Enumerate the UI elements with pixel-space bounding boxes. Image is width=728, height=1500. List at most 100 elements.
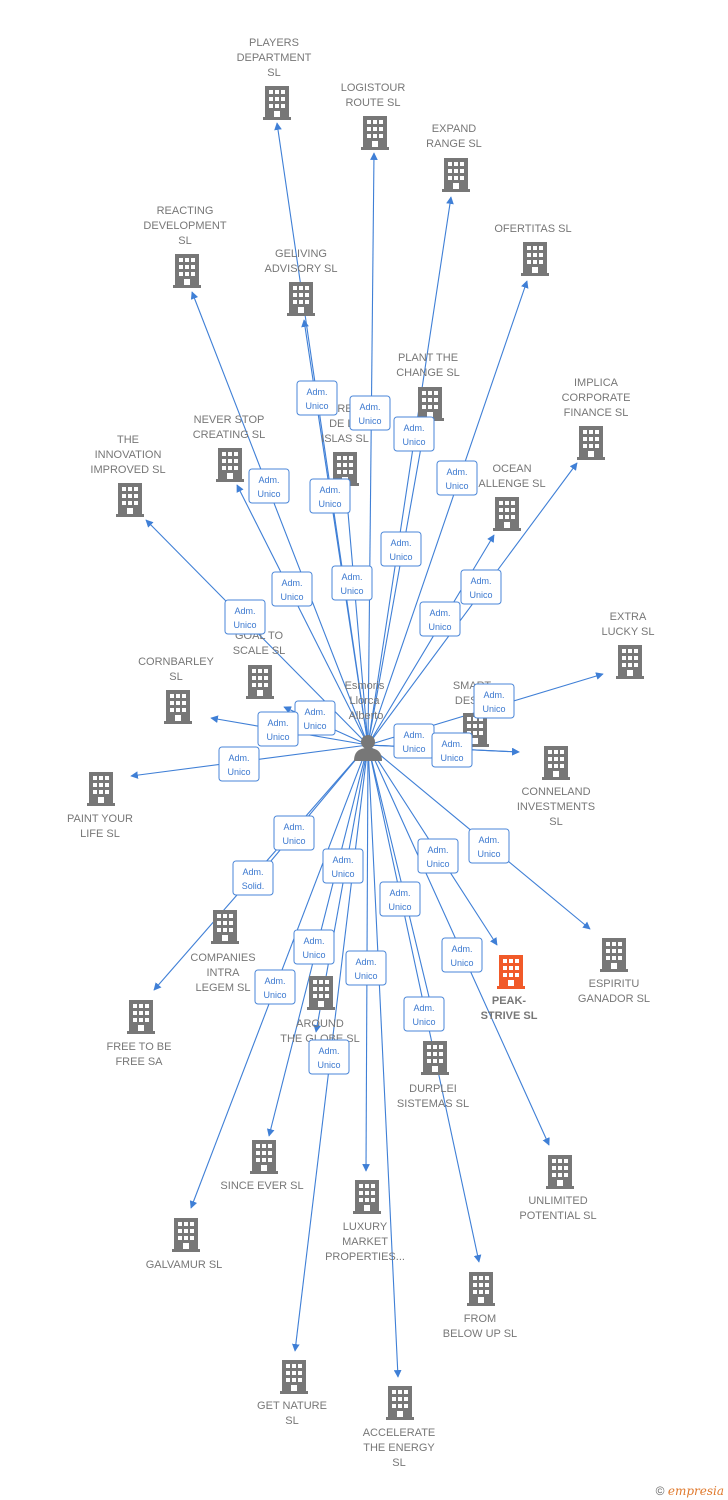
svg-text:Adm.Unico: Adm.Unico — [469, 576, 492, 600]
role-badge-line: Unico — [428, 622, 451, 632]
center-label-line: Alberto — [349, 710, 384, 722]
building-icon — [87, 772, 115, 806]
building-icon — [172, 1218, 200, 1252]
role-badge-line: Adm. — [390, 538, 411, 548]
company-label-line: GELIVING — [275, 248, 327, 260]
company-label-line: CONNELAND — [521, 786, 590, 798]
company-label-line: POTENTIAL SL — [519, 1210, 596, 1222]
svg-text:Adm.Unico: Adm.Unico — [402, 730, 425, 754]
building-icon — [467, 1272, 495, 1306]
building-icon — [127, 1000, 155, 1034]
company-label-line: DEPARTMENT — [237, 52, 312, 64]
company-label-line: PROPERTIES... — [325, 1251, 405, 1263]
svg-text:Adm.Unico: Adm.Unico — [402, 423, 425, 447]
role-badge-line: Adm. — [304, 707, 325, 717]
role-badge-line: Adm. — [234, 606, 255, 616]
center-person[interactable]: Esmoris Llorca Alberto — [345, 680, 388, 761]
svg-text:Adm.Unico: Adm.Unico — [257, 475, 280, 499]
role-badge: Adm.Unico — [294, 700, 336, 736]
svg-text:Adm.Unico: Adm.Unico — [233, 606, 256, 630]
edge-logistour — [367, 152, 378, 746]
company-node-since[interactable]: SINCE EVER SL — [220, 1140, 304, 1192]
building-icon — [216, 448, 244, 482]
role-badge: Adm.Unico — [393, 416, 435, 452]
role-badge-line: Adm. — [359, 402, 380, 412]
role-badge-line: Unico — [445, 481, 468, 491]
company-label-line: ACCELERATE — [363, 1427, 436, 1439]
edge-expand — [367, 196, 454, 746]
svg-text:Adm.Unico: Adm.Unico — [331, 855, 354, 879]
svg-text:Adm.Unico: Adm.Unico — [482, 690, 505, 714]
company-label-line: CORNBARLEY — [138, 656, 214, 668]
role-badge-line: Unico — [440, 753, 463, 763]
role-badge-line: Adm. — [258, 475, 279, 485]
company-label-line: EXTRA — [610, 611, 647, 623]
role-badge-line: Adm. — [281, 578, 302, 588]
role-badge: Adm.Unico — [441, 937, 483, 973]
company-label-line: COMPANIES — [190, 952, 255, 964]
role-badge-line: Unico — [280, 592, 303, 602]
role-badge: Adm.Unico — [224, 599, 266, 635]
role-badge-line: Adm. — [303, 936, 324, 946]
company-node-galvamur[interactable]: GALVAMUR SL — [146, 1218, 223, 1271]
company-label-line: LIFE SL — [80, 828, 120, 840]
role-badge-line: Adm. — [242, 867, 263, 877]
role-badge: Adm.Unico — [431, 732, 473, 768]
role-badge-line: Unico — [318, 499, 341, 509]
svg-text:Adm.Unico: Adm.Unico — [388, 888, 411, 912]
company-label-line: INVESTMENTS — [517, 801, 595, 813]
company-label-line: DEVELOPMENT — [143, 220, 226, 232]
company-label-line: GANADOR SL — [578, 993, 650, 1005]
role-badge-line: Adm. — [451, 944, 472, 954]
role-badge: Adm.Unico — [309, 478, 351, 514]
company-node-ofertitas[interactable]: OFERTITAS SL — [494, 223, 572, 276]
role-badge-line: Unico — [263, 990, 286, 1000]
company-label-line: SISTEMAS SL — [397, 1098, 469, 1110]
role-badge: Adm.Unico — [331, 565, 373, 601]
company-node-peak[interactable]: PEAK-STRIVE SL — [481, 955, 538, 1022]
edge-accelerate — [367, 744, 402, 1378]
edge-plant — [367, 424, 428, 746]
role-badge-line: Unico — [266, 732, 289, 742]
company-label-line: REACTING — [157, 205, 214, 217]
role-badge-line: Unico — [469, 590, 492, 600]
role-badge: Adm.Unico — [293, 929, 335, 965]
building-icon — [421, 1041, 449, 1075]
role-badge: Adm.Unico — [349, 395, 391, 431]
role-badge: Adm.Unico — [257, 711, 299, 747]
role-badge-line: Solid. — [242, 881, 265, 891]
building-icon — [600, 938, 628, 972]
company-label-line: THE ENERGY — [363, 1442, 435, 1454]
role-badge-line: Adm. — [283, 822, 304, 832]
